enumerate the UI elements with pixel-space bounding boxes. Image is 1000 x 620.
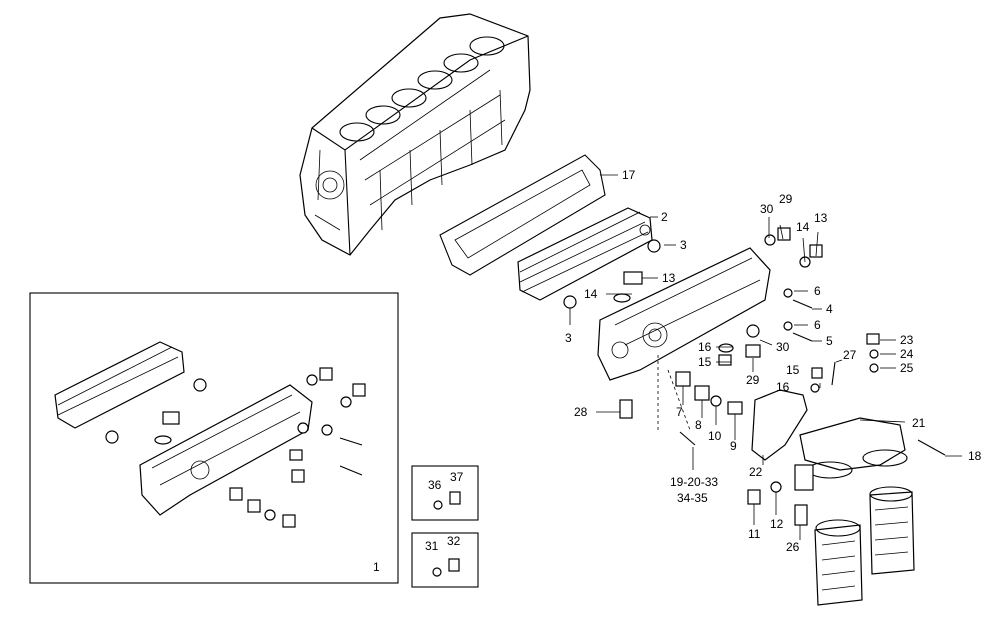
callout-13: 13 <box>814 211 828 225</box>
small-parts <box>563 227 946 526</box>
callout-6: 6 <box>814 318 821 332</box>
callout-8: 8 <box>695 418 702 432</box>
callout-30: 30 <box>776 340 790 354</box>
callout-9: 9 <box>730 439 737 453</box>
callout-19-20-33: 19-20-33 <box>670 475 718 489</box>
callout-22: 22 <box>749 465 763 479</box>
oil-cooler-housing <box>597 247 771 381</box>
callout-34-35: 34-35 <box>677 491 708 505</box>
callout-29: 29 <box>779 192 793 206</box>
callout-1: 1 <box>373 560 380 574</box>
callout-15: 15 <box>698 355 712 369</box>
callout-30: 30 <box>760 202 774 216</box>
callout-7: 7 <box>676 405 683 419</box>
callout-3: 3 <box>565 331 572 345</box>
callout-24: 24 <box>900 347 914 361</box>
callout-17: 17 <box>622 168 636 182</box>
callout-37: 37 <box>450 470 464 484</box>
callout-15: 15 <box>786 363 800 377</box>
filter-housing <box>794 417 908 491</box>
leader-lines <box>569 174 962 540</box>
callout-16: 16 <box>698 340 712 354</box>
callout-6: 6 <box>814 284 821 298</box>
callout-27: 27 <box>843 348 857 362</box>
inset-parts-31-32: 31 32 <box>411 532 479 588</box>
callout-26: 26 <box>786 540 800 554</box>
callout-31: 31 <box>425 539 439 553</box>
callout-5: 5 <box>826 334 833 348</box>
callout-25: 25 <box>900 361 914 375</box>
callout-3: 3 <box>680 238 687 252</box>
callout-4: 4 <box>826 302 833 316</box>
callout-14: 14 <box>796 220 810 234</box>
inset-assembly-1: 1 <box>29 292 399 584</box>
callout-2: 2 <box>661 210 668 224</box>
callout-16: 16 <box>776 380 790 394</box>
inset-parts-36-37: 36 37 <box>411 465 479 521</box>
callout-14: 14 <box>584 287 598 301</box>
callout-32: 32 <box>447 534 461 548</box>
callout-12: 12 <box>770 517 784 531</box>
callout-labels: 17 2 3 3 13 14 30 29 14 13 6 4 6 5 30 16… <box>565 168 982 554</box>
callout-11: 11 <box>748 527 761 541</box>
callout-28: 28 <box>574 405 588 419</box>
callout-36: 36 <box>428 478 442 492</box>
callout-10: 10 <box>708 429 722 443</box>
callout-18: 18 <box>968 449 982 463</box>
callout-13: 13 <box>662 271 676 285</box>
callout-21: 21 <box>912 416 926 430</box>
oil-filters <box>814 486 915 606</box>
engine-block <box>299 13 531 256</box>
callout-23: 23 <box>900 333 914 347</box>
callout-29: 29 <box>746 373 760 387</box>
gasket <box>439 154 606 276</box>
